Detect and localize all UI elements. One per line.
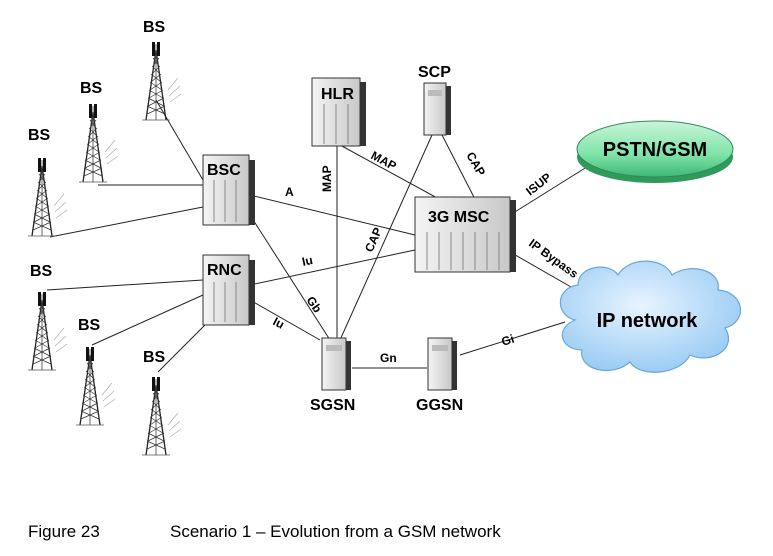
link-label-ip-bypass: IP Bypass xyxy=(526,236,581,281)
link-label-gn: Gn xyxy=(380,351,397,365)
bs-label: BS xyxy=(28,127,51,144)
figure-title: Scenario 1 – Evolution from a GSM networ… xyxy=(170,522,501,541)
link-label-map-msc: MAP xyxy=(369,148,399,173)
link-bs-rnc-3 xyxy=(157,321,209,373)
link-gi xyxy=(459,321,566,356)
link-label-gb: Gb xyxy=(304,294,325,316)
base-station-5: BS xyxy=(75,317,116,426)
link-label-map-sgsn: MAP xyxy=(320,165,334,192)
link-gb xyxy=(249,214,331,341)
link-label-cap-sgsn: CAP xyxy=(362,225,385,254)
link-iu-msc xyxy=(249,249,416,286)
link-label-iu-msc: Iu xyxy=(301,253,314,269)
link-map-hlr-msc xyxy=(339,144,451,206)
bs-label: BS xyxy=(80,80,103,97)
bs-label: BS xyxy=(30,263,53,280)
bs-label: BS xyxy=(78,317,101,334)
msc-node: 3G MSC xyxy=(414,196,516,273)
base-station-2: BS xyxy=(78,80,119,183)
link-a xyxy=(249,194,416,236)
link-cap-scp-msc xyxy=(441,134,479,206)
figure-number: Figure 23 xyxy=(28,522,100,541)
bsc-node: BSC xyxy=(202,154,255,226)
pstn-gsm-node: PSTN/GSM xyxy=(576,120,734,183)
link-label-gi: Gi xyxy=(500,332,516,349)
ip-network-label: IP network xyxy=(597,310,699,332)
link-isup xyxy=(509,164,591,216)
ggsn-label: GGSN xyxy=(416,397,463,414)
link-bs-bsc-1 xyxy=(155,99,204,181)
msc-label: 3G MSC xyxy=(428,209,490,226)
ggsn-node: GGSN xyxy=(416,337,463,414)
link-bs-rnc-1 xyxy=(46,279,204,291)
sgsn-label: SGSN xyxy=(310,397,355,414)
sgsn-node: SGSN xyxy=(310,337,355,414)
base-station-1: BS xyxy=(141,19,182,121)
scp-node: SCP xyxy=(418,64,451,136)
link-label-iu-sgsn: Iu xyxy=(271,314,287,331)
hlr-label: HLR xyxy=(321,86,354,103)
link-label-isup: ISUP xyxy=(523,170,554,198)
link-label-cap-msc: CAP xyxy=(463,150,488,179)
bs-label: BS xyxy=(143,349,166,366)
link-bs-bsc-3 xyxy=(49,206,204,238)
scp-label: SCP xyxy=(418,64,451,81)
rnc-label: RNC xyxy=(207,262,242,279)
bs-label: BS xyxy=(143,19,166,36)
base-station-4: BS xyxy=(27,263,68,371)
links xyxy=(46,99,591,373)
pstn-label: PSTN/GSM xyxy=(603,139,707,161)
base-station-6: BS xyxy=(141,349,182,456)
link-bs-rnc-2 xyxy=(91,294,204,346)
link-iu-sgsn xyxy=(249,299,321,341)
rnc-node: RNC xyxy=(202,254,255,326)
link-cap-scp-sgsn xyxy=(339,134,433,341)
hlr-node: HLR xyxy=(311,77,366,147)
bsc-label: BSC xyxy=(207,162,241,179)
ip-network-cloud: IP network xyxy=(559,260,742,373)
link-label-a: A xyxy=(285,185,294,199)
base-station-3: BS xyxy=(27,127,68,237)
